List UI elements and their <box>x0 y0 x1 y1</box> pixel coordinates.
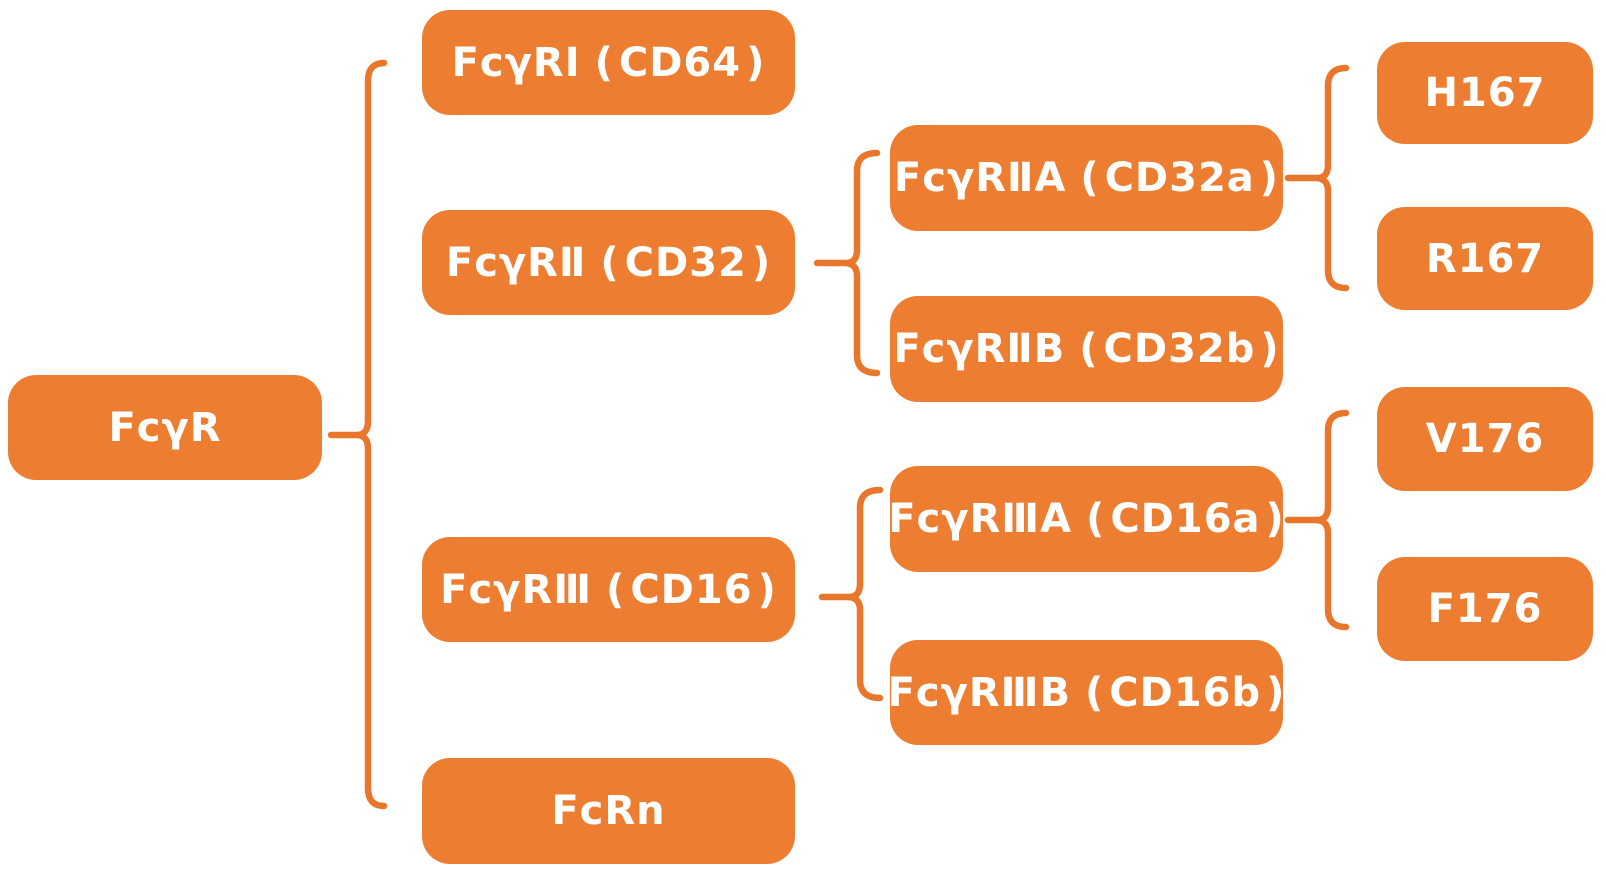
bracket-fcgr3a-children <box>1313 409 1350 631</box>
node-h167: H167 <box>1377 42 1593 144</box>
node-fcgr1-cd64: FcγRⅠ ( CD64 ) <box>422 10 795 115</box>
bracket-root-children <box>354 59 388 810</box>
node-label: FcγRⅢ <box>440 566 593 613</box>
node-fcgr3b-cd16b: FcγRⅢB ( CD16b ) <box>887 640 1286 745</box>
bracket-fcgr2-children <box>842 149 881 377</box>
paren-close: ) <box>746 39 766 86</box>
node-label: H167 <box>1424 70 1546 116</box>
paren-open: ( <box>1084 669 1105 716</box>
paren-close: ) <box>1259 155 1280 201</box>
node-fcgr2-cd32: FcγRⅡ ( CD32 ) <box>422 210 795 315</box>
node-alias: CD32b <box>1103 326 1256 372</box>
node-label: FcγRⅡ <box>445 239 587 286</box>
node-label: FcγR <box>108 404 222 451</box>
paren-open: ( <box>1080 155 1100 201</box>
node-label: F176 <box>1427 586 1543 632</box>
node-label: R167 <box>1425 235 1545 282</box>
node-alias: CD32 <box>624 239 747 286</box>
node-alias: CD64 <box>618 39 742 86</box>
node-alias: CD32a <box>1104 155 1255 201</box>
node-label: FcγRⅢB <box>887 669 1071 716</box>
paren-open: ( <box>600 239 620 286</box>
paren-close: ) <box>1266 669 1286 716</box>
node-label: V176 <box>1425 416 1545 462</box>
node-fcgr3a-cd16a: FcγRⅢA ( CD16a ) <box>888 466 1285 572</box>
node-r167: R167 <box>1377 207 1593 310</box>
node-alias: CD16 <box>630 566 753 613</box>
paren-close: ) <box>757 566 777 613</box>
paren-open: ( <box>1086 496 1106 542</box>
paren-close: ) <box>1265 496 1285 542</box>
node-label: FcγRⅡA <box>893 155 1067 201</box>
paren-open: ( <box>1079 326 1099 372</box>
paren-open: ( <box>594 39 614 86</box>
node-alias: CD16b <box>1109 669 1262 716</box>
paren-open: ( <box>606 566 626 613</box>
node-label: FcγRⅢA <box>888 496 1073 542</box>
node-alias: CD16a <box>1110 496 1261 542</box>
node-fcgr2a-cd32a: FcγRⅡA ( CD32a ) <box>890 125 1283 231</box>
node-v176: V176 <box>1377 387 1593 491</box>
paren-close: ) <box>1260 326 1280 372</box>
node-f176: F176 <box>1377 557 1593 661</box>
node-fcgr3-cd16: FcγRⅢ ( CD16 ) <box>422 537 795 642</box>
node-fcgr-root: FcγR <box>8 375 322 480</box>
node-label: FcRn <box>551 788 666 834</box>
node-fcrn: FcRn <box>422 758 795 864</box>
node-fcgr2b-cd32b: FcγRⅡB ( CD32b ) <box>890 296 1283 402</box>
bracket-fcgr2a-children <box>1313 64 1350 292</box>
paren-close: ) <box>751 239 772 286</box>
node-label: FcγRⅠ <box>451 39 581 86</box>
node-label: FcγRⅡB <box>893 326 1066 372</box>
bracket-fcgr3-children <box>845 486 884 702</box>
